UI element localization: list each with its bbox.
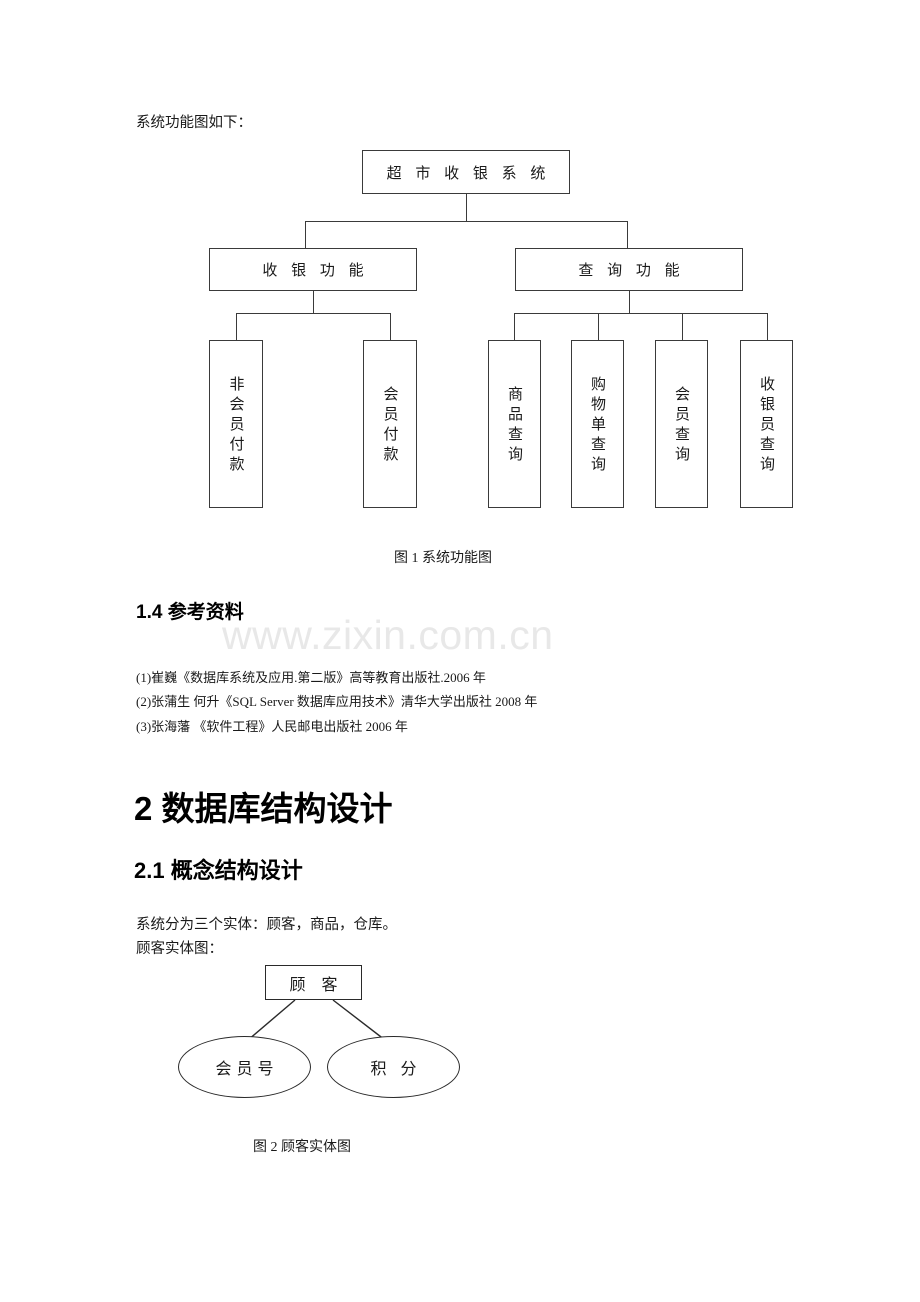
figure1-caption: 图 1 系统功能图 [394,551,492,566]
connector-query-bar [514,313,767,314]
connector-cashier-drop-1 [236,313,237,340]
watermark-text: www.zixin.com.cn [222,612,554,658]
node-member-payment: 会员付款 [363,340,417,508]
connector-query-drop-2 [598,313,599,340]
paragraph-entities: 系统分为三个实体：顾客，商品，仓库。 [136,917,397,933]
node-cashier-function: 收 银 功 能 [209,248,417,291]
er-connector-lines [247,999,386,1041]
er-attribute-member-id: 会员号 [178,1036,311,1098]
connector-level1-bar [305,221,627,222]
node-product-query: 商品查询 [488,340,541,508]
node-shopping-list-query: 购物单查询 [571,340,624,508]
reference-item-3: (3)张海藩 《软件工程》人民邮电出版社 2006 年 [136,719,408,734]
intro-paragraph: 系统功能图如下： [136,115,252,131]
heading-2-1: 2.1 概念结构设计 [134,858,303,883]
node-member-query: 会员查询 [655,340,708,508]
figure-system-function-diagram: 超 市 收 银 系 统 收 银 功 能 查 询 功 能 非会员付款 会员付款 商… [0,0,920,600]
er-entity-customer: 顾 客 [265,965,362,1000]
node-query-function: 查 询 功 能 [515,248,743,291]
reference-item-1: (1)崔巍《数据库系统及应用.第二版》高等教育出版社.2006 年 [136,670,486,685]
heading-2: 2 数据库结构设计 [134,790,393,827]
node-root-supermarket-system: 超 市 收 银 系 统 [362,150,570,194]
er-attribute-points: 积 分 [327,1036,460,1098]
connector-query-drop-3 [682,313,683,340]
reference-item-2: (2)张蒲生 何升《SQL Server 数据库应用技术》清华大学出版社 200… [136,694,538,709]
connector-cashier-bar [236,313,390,314]
heading-1-4: 1.4 参考资料 [136,602,244,623]
connector-drop-right [627,221,628,248]
connector-drop-left [305,221,306,248]
connector-cashier-stem [313,291,314,313]
connector-query-stem [629,291,630,313]
connector-root-stem [466,194,467,221]
paragraph-customer-entity-label: 顾客实体图： [136,941,223,957]
figure2-caption: 图 2 顾客实体图 [253,1140,351,1155]
figure-customer-entity-diagram: 顾 客 会员号 积 分 [0,940,920,1120]
connector-query-drop-4 [767,313,768,340]
node-non-member-payment: 非会员付款 [209,340,263,508]
node-cashier-staff-query: 收银员查询 [740,340,793,508]
connector-query-drop-1 [514,313,515,340]
connector-cashier-drop-2 [390,313,391,340]
